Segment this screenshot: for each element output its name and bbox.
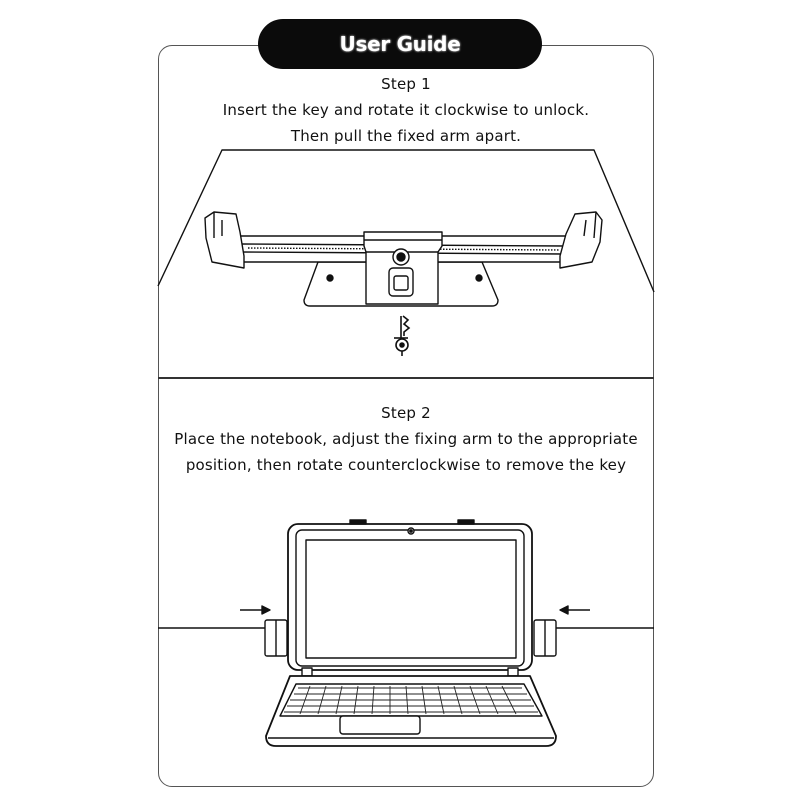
step1-heading: Step 1	[381, 75, 431, 93]
step1-line2: Then pull the fixed arm apart.	[290, 127, 522, 145]
arrow-right-icon	[240, 605, 271, 615]
step-divider	[158, 377, 654, 379]
step2-line1: Place the notebook, adjust the fixing ar…	[174, 430, 638, 448]
step2-heading: Step 2	[381, 404, 431, 422]
touchpad	[339, 715, 421, 735]
arrow-left-icon	[559, 605, 590, 615]
step2-line2: position, then rotate counterclockwise t…	[185, 456, 627, 474]
left-arm	[204, 211, 245, 269]
laptop-screen	[305, 539, 517, 659]
key-icon	[394, 315, 411, 356]
table-outline	[157, 149, 655, 293]
page-title: User Guide	[339, 32, 461, 57]
right-arm	[559, 211, 603, 269]
title-banner: User Guide	[258, 19, 542, 69]
step1-line1: Insert the key and rotate it clockwise t…	[222, 101, 590, 119]
keyboard-keys	[284, 685, 538, 715]
